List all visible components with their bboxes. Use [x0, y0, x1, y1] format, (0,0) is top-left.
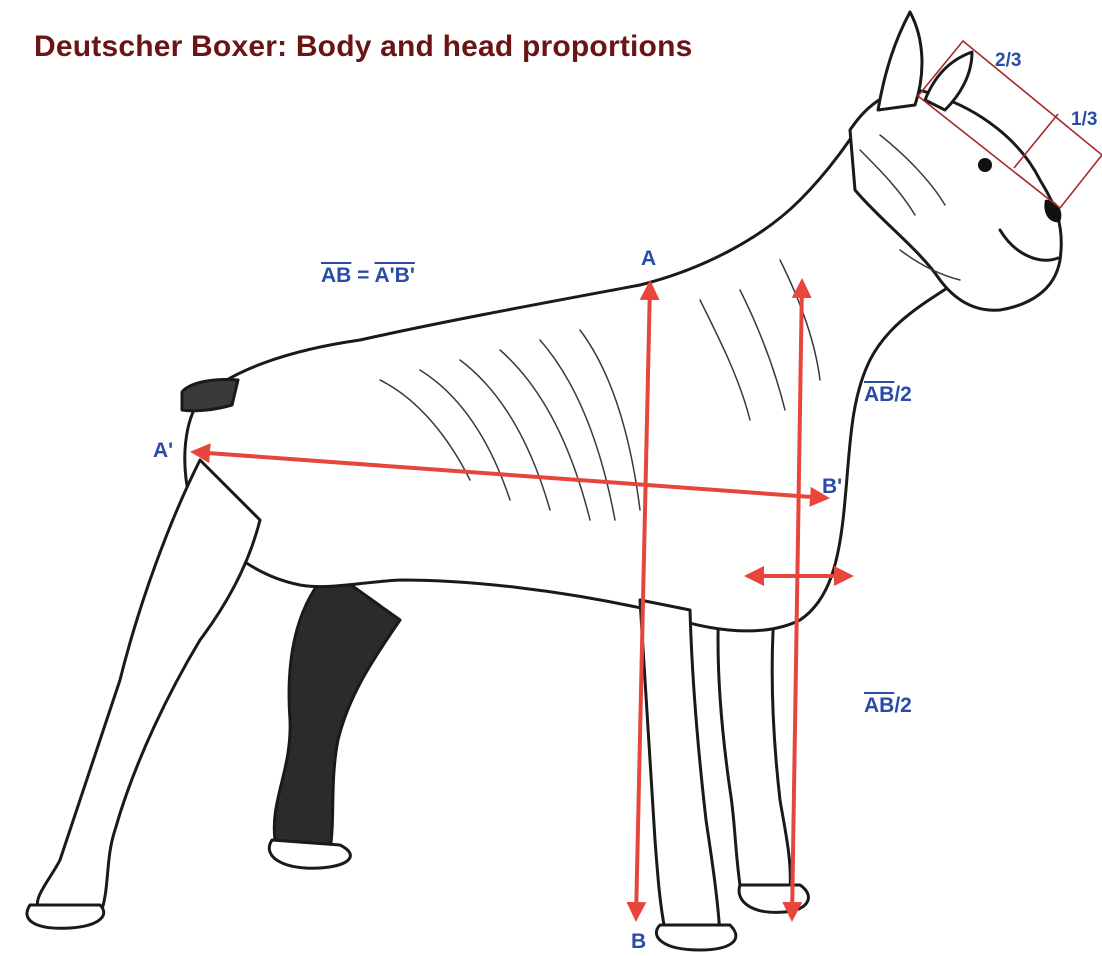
boxer-dog-illustration — [27, 12, 1061, 950]
far-hind-leg — [274, 570, 400, 850]
chest-depth-fraction: /2 — [894, 383, 912, 406]
label-a-prime: A' — [153, 440, 173, 461]
label-skull-ratio: 2/3 — [995, 51, 1021, 70]
dog-eye — [978, 158, 992, 172]
head-box-divider — [1014, 114, 1058, 168]
right-ear — [925, 52, 972, 110]
near-front-leg — [640, 600, 720, 935]
far-hind-paw — [269, 840, 350, 868]
far-front-leg — [718, 590, 790, 890]
equation-lhs: AB — [321, 264, 351, 287]
hind-paw — [27, 905, 104, 928]
diagram-title: Deutscher Boxer: Body and head proportio… — [34, 30, 692, 64]
label-a: A — [641, 248, 656, 269]
label-chest-depth: AB/2 — [864, 384, 912, 405]
leg-length-fraction: /2 — [894, 694, 912, 717]
front-paw — [656, 925, 735, 950]
equation-rhs: A'B' — [375, 264, 415, 287]
left-ear — [878, 12, 922, 110]
chest-depth-segment: AB — [864, 383, 894, 406]
label-muzzle-ratio: 1/3 — [1071, 110, 1097, 129]
near-hind-leg — [37, 460, 260, 915]
label-b-prime: B' — [822, 476, 842, 497]
equation-equals: = — [351, 264, 374, 287]
far-paw — [739, 885, 808, 912]
label-leg-length: AB/2 — [864, 695, 912, 716]
tail — [182, 380, 238, 411]
leg-length-segment: AB — [864, 694, 894, 717]
label-b: B — [631, 931, 646, 952]
equation-ab-equals-a-prime-b-prime: AB = A'B' — [321, 265, 415, 286]
